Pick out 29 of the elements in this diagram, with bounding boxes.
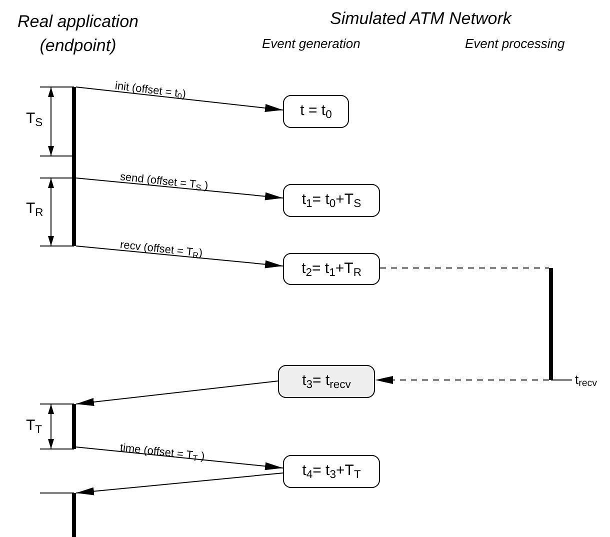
duration-label: T$_{T}$ xyxy=(26,416,42,438)
event-box xyxy=(283,95,349,128)
timeline-bar xyxy=(72,404,76,449)
arrow xyxy=(76,178,284,200)
event-formula: t = t$_{0}$ xyxy=(300,101,332,123)
column-subheading: Event generation xyxy=(262,35,360,53)
timeline-bar xyxy=(549,268,553,380)
event-box xyxy=(283,253,380,285)
event-formula: t$_{3}$= t$_{recv}$ xyxy=(302,371,351,393)
event-formula: t$_{4}$= t$_{3}$+T$_{T}$ xyxy=(302,461,361,483)
arrow xyxy=(76,86,284,112)
column-heading: Real application (endpoint) xyxy=(16,11,140,57)
arrow xyxy=(76,472,284,496)
column-subheading: Event processing xyxy=(465,35,565,53)
column-heading: Simulated ATM Network xyxy=(330,8,512,30)
timeline-bar xyxy=(72,87,76,246)
arrow xyxy=(76,446,284,470)
arrow xyxy=(76,246,284,268)
timeline-bar xyxy=(72,493,76,537)
arrow xyxy=(374,376,550,384)
event-box xyxy=(283,184,380,217)
event-formula: t$_{2}$= t$_{1}$+T$_{R}$ xyxy=(302,258,362,280)
arrow xyxy=(76,380,278,406)
event-box-shaded xyxy=(278,365,375,398)
event-formula: t$_{1}$= t$_{0}$+T$_{S}$ xyxy=(302,190,362,212)
duration-label: T$_{R}$ xyxy=(26,199,44,220)
event-box xyxy=(283,455,380,488)
time-label: t$_{recv}$ xyxy=(575,371,598,390)
duration-label: T$_{S}$ xyxy=(26,109,43,130)
